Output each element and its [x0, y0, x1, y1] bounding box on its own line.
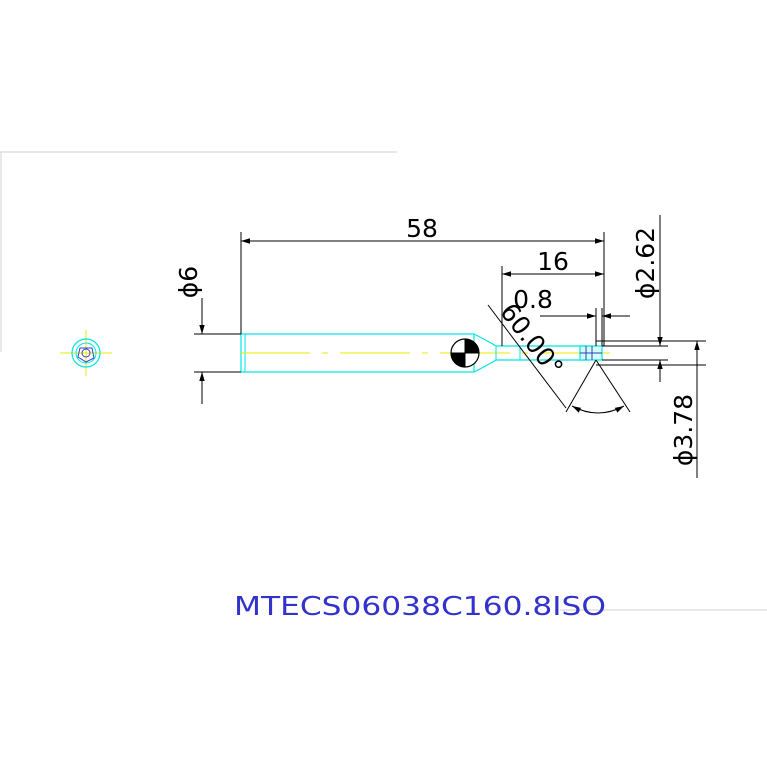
neck-diameter-label: ϕ3.78 [669, 394, 698, 466]
flute-length-label: 16 [537, 247, 569, 276]
part-number: MTECS06038C160.8ISO [234, 592, 606, 622]
tip-length-label: 0.8 [513, 285, 553, 314]
dim-point-angle: 60.00° [487, 298, 631, 414]
dim-shank-diameter: ϕ6 [174, 266, 241, 404]
tip-diameter-label: ϕ2.62 [631, 227, 660, 299]
overall-length-label: 58 [406, 214, 438, 243]
end-view [60, 330, 112, 376]
tool-side-view [240, 333, 610, 373]
dim-neck-diameter: ϕ3.78 [596, 340, 706, 478]
shank-diameter-label: ϕ6 [174, 266, 203, 298]
dim-flute-length: 16 [501, 247, 604, 346]
drawing-frame [0, 151, 767, 611]
dim-tip-length: 0.8 [513, 285, 630, 346]
dim-overall-length: 58 [240, 214, 605, 346]
dim-tip-diameter: ϕ2.62 [602, 215, 668, 382]
